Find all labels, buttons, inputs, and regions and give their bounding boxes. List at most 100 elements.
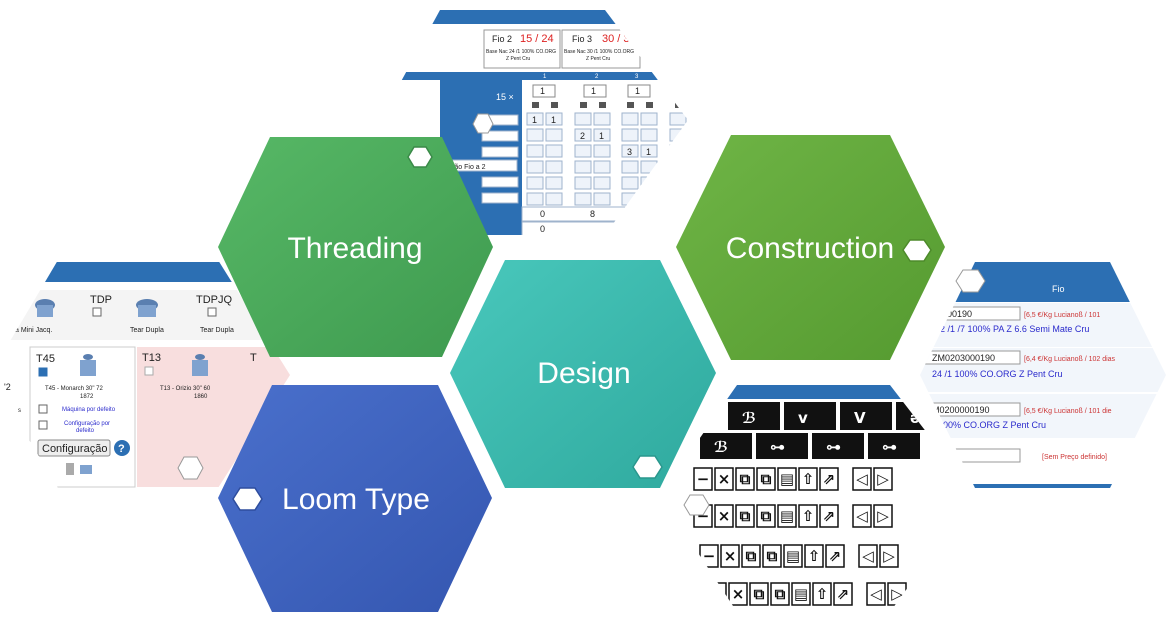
design-control-glyph: ◁: [856, 470, 868, 488]
svg-text:24 /1 100% CO.ORG Z Pent Cru: 24 /1 100% CO.ORG Z Pent Cru: [932, 369, 1063, 379]
design-control-button[interactable]: [791, 582, 811, 606]
design-control-button[interactable]: [756, 504, 776, 528]
design-control-button[interactable]: [770, 582, 790, 606]
design-control-button[interactable]: [735, 504, 755, 528]
design-control-glyph: ×: [718, 507, 731, 525]
svg-text:T45 - Monarch 30" 72: T45 - Monarch 30" 72: [45, 386, 103, 392]
t45-checkbox[interactable]: [38, 367, 48, 377]
svg-text:Base Nac 30 /1 100% CO.ORG: Base Nac 30 /1 100% CO.ORG: [564, 49, 634, 55]
svg-text:3: 3: [675, 163, 680, 173]
configuracao-button[interactable]: [37, 439, 111, 457]
design-control-button[interactable]: [825, 544, 845, 568]
svg-text:1: 1: [543, 74, 547, 80]
design-control-button[interactable]: [693, 467, 713, 491]
threading-shot-header-bar: [380, 10, 688, 24]
folder-icon[interactable]: [80, 465, 92, 474]
svg-text:Configuração: Configuração: [42, 443, 107, 455]
construction-header: [920, 272, 1166, 302]
design-control-button[interactable]: [762, 544, 782, 568]
svg-text:15 ×: 15 ×: [496, 92, 514, 102]
design-control-glyph: ⇗: [823, 507, 836, 525]
design-control-button[interactable]: [756, 467, 776, 491]
svg-text:1: 1: [540, 86, 545, 96]
design-control-button[interactable]: [798, 504, 818, 528]
svg-text:T45: T45: [36, 353, 55, 365]
design-control-button[interactable]: [777, 467, 797, 491]
svg-text:Configuração por: Configuração por: [64, 421, 110, 427]
design-control-button[interactable]: [783, 544, 803, 568]
design-control-glyph: ⇗: [823, 470, 836, 488]
svg-text:ǝ: ǝ: [910, 409, 920, 427]
t13-checkbox[interactable]: [144, 366, 154, 376]
design-control-button[interactable]: [720, 544, 740, 568]
svg-text:1: 1: [551, 115, 556, 125]
design-control-glyph: ⧉: [761, 507, 772, 525]
design-control-button[interactable]: [804, 544, 824, 568]
loom-icon-tear-dupla: [136, 299, 158, 317]
maquina-defeito-checkbox[interactable]: [38, 404, 48, 414]
design-control-button[interactable]: [749, 582, 769, 606]
svg-text:0: 0: [540, 209, 545, 219]
svg-text:T: T: [250, 352, 257, 364]
tab-fio-2[interactable]: [483, 29, 561, 69]
design-control-button[interactable]: [714, 467, 734, 491]
loom-icon-t45: [80, 354, 96, 376]
hexagon-loom-type[interactable]: Loom Type: [218, 385, 492, 612]
design-control-button[interactable]: [833, 582, 853, 606]
svg-text:[6,4 €/Kg Lucianoß / 102 dias: [6,4 €/Kg Lucianoß / 102 dias: [1024, 356, 1116, 363]
design-control-button[interactable]: [798, 467, 818, 491]
svg-text:⊶: ⊶: [826, 438, 841, 456]
design-control-button[interactable]: [879, 544, 899, 568]
hexagon-threading[interactable]: Threading: [218, 137, 493, 357]
svg-text:x 22 /1 /7 100% PA Z 6.6 Semi: x 22 /1 /7 100% PA Z 6.6 Semi Mate Cru: [928, 324, 1089, 334]
svg-text:defeito: defeito: [76, 428, 95, 434]
design-control-button[interactable]: [819, 504, 839, 528]
threading-shot-hex-marker: [472, 113, 494, 134]
svg-text:2: 2: [580, 131, 585, 141]
design-control-button[interactable]: [812, 582, 832, 606]
design-control-glyph: ▷: [891, 585, 903, 603]
design-control-button[interactable]: [741, 544, 761, 568]
svg-text:8: 8: [590, 209, 595, 219]
threading-hex-marker: [407, 146, 433, 168]
design-control-button[interactable]: [858, 544, 878, 568]
design-control-glyph: −: [711, 585, 724, 603]
design-control-button[interactable]: [873, 504, 893, 528]
hexagon-construction[interactable]: Construction: [676, 135, 945, 360]
svg-text:[Sem Preço definido]: [Sem Preço definido]: [1042, 454, 1107, 461]
design-control-button[interactable]: [852, 504, 872, 528]
hexagon-design[interactable]: Design: [450, 260, 716, 488]
design-control-glyph: ⇧: [816, 585, 829, 603]
design-control-button[interactable]: [735, 467, 755, 491]
design-control-glyph: ×: [724, 547, 737, 565]
design-control-button[interactable]: [852, 467, 872, 491]
tdpjq-checkbox[interactable]: [207, 307, 217, 317]
design-control-glyph: ▷: [883, 547, 895, 565]
design-control-button[interactable]: [873, 467, 893, 491]
design-control-glyph: ⧉: [767, 547, 778, 565]
construction-label: Construction: [726, 232, 894, 265]
svg-text:1: 1: [646, 147, 651, 157]
svg-text:Fio: Fio: [1052, 284, 1065, 294]
design-control-button[interactable]: [707, 582, 727, 606]
file-icon[interactable]: [66, 463, 74, 475]
design-control-glyph: ⇧: [802, 470, 815, 488]
threading-label: Threading: [287, 232, 422, 265]
svg-text:3: 3: [635, 74, 639, 80]
design-control-button[interactable]: [866, 582, 886, 606]
svg-text:1872: 1872: [80, 394, 94, 400]
design-hex-marker: [632, 455, 663, 479]
design-control-glyph: ⧉: [775, 585, 786, 603]
design-control-button[interactable]: [728, 582, 748, 606]
design-control-button[interactable]: [777, 504, 797, 528]
design-control-button[interactable]: [714, 504, 734, 528]
config-defeito-checkbox[interactable]: [38, 420, 48, 430]
design-control-glyph: −: [697, 470, 710, 488]
tab-fio-3-title: Fio 3: [572, 34, 592, 44]
design-control-glyph: ◁: [856, 507, 868, 525]
design-control-button[interactable]: [819, 467, 839, 491]
help-icon[interactable]: [114, 440, 130, 456]
design-control-glyph: ▤: [780, 470, 794, 488]
svg-text:⊶: ⊶: [770, 438, 785, 456]
tdp-checkbox[interactable]: [92, 307, 102, 317]
